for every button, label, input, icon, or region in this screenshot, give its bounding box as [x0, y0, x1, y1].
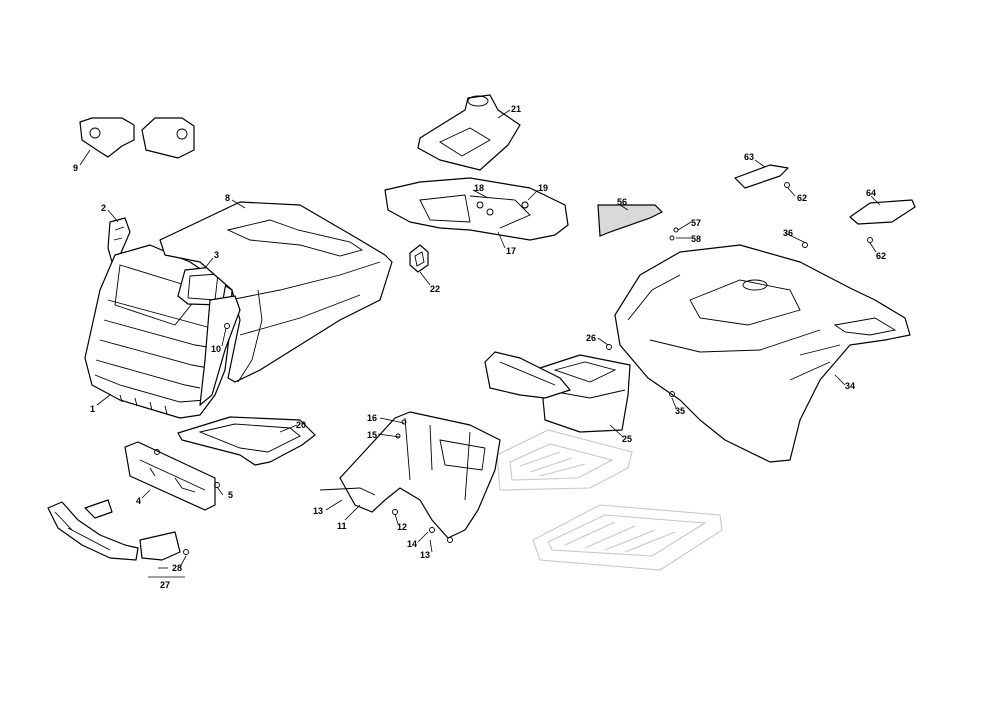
callout-labels: 1 2 3 4 5 8 9 10 11 12 13 13 14 15 16 17… — [73, 104, 886, 590]
callout-63: 63 — [744, 152, 754, 162]
callout-25: 25 — [622, 434, 632, 444]
callout-58: 58 — [691, 234, 701, 244]
callout-56: 56 — [617, 197, 627, 207]
part-25-tunnel — [484, 351, 571, 399]
callout-22: 22 — [430, 284, 440, 294]
callout-12: 12 — [397, 522, 407, 532]
callout-20: 20 — [296, 420, 306, 430]
callout-26: 26 — [586, 333, 596, 343]
callout-57: 57 — [691, 218, 701, 228]
callout-18: 18 — [474, 183, 484, 193]
part-20-plate — [177, 416, 316, 466]
leader-lines — [79, 109, 881, 578]
callout-16: 16 — [367, 413, 377, 423]
callout-62-lower: 62 — [876, 251, 886, 261]
callout-4: 4 — [136, 496, 141, 506]
part-25-center-box — [539, 354, 631, 433]
part-4-bracket — [124, 441, 220, 511]
callout-14: 14 — [407, 539, 417, 549]
callout-2: 2 — [101, 203, 106, 213]
callout-35: 35 — [675, 406, 685, 416]
part-34-rear-fender — [614, 244, 911, 463]
callout-62-upper: 62 — [797, 193, 807, 203]
part-9-decals — [79, 117, 195, 159]
callout-1: 1 — [90, 404, 95, 414]
part-64-plate — [849, 199, 916, 225]
callout-34: 34 — [845, 381, 855, 391]
callout-36: 36 — [783, 228, 793, 238]
part-10-side-strip — [199, 295, 241, 406]
part-11-cowl — [319, 411, 501, 539]
callout-19: 19 — [538, 183, 548, 193]
callout-13-left: 13 — [313, 506, 323, 516]
part-27-hose — [47, 499, 189, 561]
ghost-footplate-upper — [496, 429, 633, 491]
part-63-plate — [734, 164, 789, 189]
part-22-cap — [409, 244, 429, 273]
part-17-dash — [384, 177, 569, 241]
part-56-strip — [597, 204, 664, 237]
callout-11: 11 — [337, 521, 347, 531]
callout-15: 15 — [367, 430, 377, 440]
callout-5: 5 — [228, 490, 233, 500]
callout-64: 64 — [866, 188, 876, 198]
ghost-footplate-lower — [532, 504, 723, 571]
callout-13-right: 13 — [420, 550, 430, 560]
callout-17: 17 — [506, 246, 516, 256]
callout-9: 9 — [73, 163, 78, 173]
fasteners — [392, 182, 873, 543]
part-21-console-cover — [417, 94, 521, 171]
callout-27: 27 — [160, 580, 170, 590]
callout-10: 10 — [211, 344, 221, 354]
part-8-hood — [159, 201, 393, 383]
callout-21: 21 — [511, 104, 521, 114]
callout-8: 8 — [225, 193, 230, 203]
callout-28: 28 — [172, 563, 182, 573]
callout-3: 3 — [214, 250, 219, 260]
